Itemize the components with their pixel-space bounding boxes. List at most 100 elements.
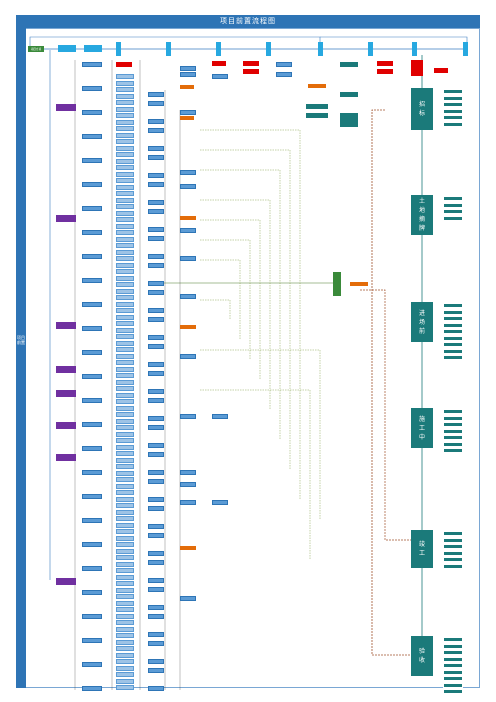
phase-3-detail-item xyxy=(443,335,463,341)
task-node xyxy=(82,566,102,571)
task-node xyxy=(82,686,102,691)
task-node xyxy=(116,328,134,333)
task-node xyxy=(116,347,134,352)
task-node xyxy=(116,568,134,573)
task-node xyxy=(148,551,164,556)
task-node xyxy=(148,533,164,538)
task-node xyxy=(82,86,102,91)
task-node xyxy=(116,217,134,222)
task-node xyxy=(148,281,164,286)
task-node xyxy=(116,237,134,242)
task-node xyxy=(116,81,134,86)
task-node xyxy=(116,334,134,339)
task-node xyxy=(116,315,134,320)
task-node xyxy=(116,516,134,521)
task-node xyxy=(148,344,164,349)
task-node xyxy=(116,146,134,151)
task-node xyxy=(82,470,102,475)
phase-5-detail-item xyxy=(443,531,463,536)
task-node xyxy=(148,605,164,610)
task-node xyxy=(148,632,164,637)
task-node xyxy=(116,607,134,612)
task-node xyxy=(148,128,164,133)
side-label: 项目前置 xyxy=(17,335,25,345)
task-node xyxy=(148,641,164,646)
top-step-4 xyxy=(166,42,171,56)
task-node xyxy=(82,662,102,667)
phase-5-details xyxy=(443,531,463,570)
phase-2-details xyxy=(443,196,463,222)
side-strip xyxy=(16,28,26,688)
task-node xyxy=(82,134,102,139)
task-node xyxy=(116,458,134,463)
task-node xyxy=(148,119,164,124)
phase-1-detail-item xyxy=(443,95,463,101)
task-node xyxy=(180,354,196,359)
task-node xyxy=(116,204,134,209)
phase-6-detail-item xyxy=(443,650,463,655)
task-node xyxy=(148,506,164,511)
task-node xyxy=(116,399,134,404)
task-node xyxy=(180,596,196,601)
phase-6-detail-item xyxy=(443,643,463,649)
task-node xyxy=(116,419,134,424)
task-node xyxy=(116,672,134,677)
green-fan xyxy=(200,129,321,560)
task-node xyxy=(116,191,134,196)
top-step-1 xyxy=(58,45,76,52)
task-node xyxy=(148,578,164,583)
task-node xyxy=(82,182,102,187)
task-node xyxy=(116,165,134,170)
task-node xyxy=(116,100,134,105)
phase-3-detail-item xyxy=(443,348,463,354)
task-node xyxy=(148,146,164,151)
task-node xyxy=(116,653,134,658)
phase-6-detail-item xyxy=(443,656,463,662)
task-node xyxy=(116,243,134,248)
task-node xyxy=(148,335,164,340)
task-node xyxy=(116,373,134,378)
task-node xyxy=(180,482,196,487)
thin-connectors xyxy=(74,60,181,690)
task-node xyxy=(82,230,102,235)
phase-3-detail-item xyxy=(443,322,463,328)
task-node xyxy=(116,412,134,417)
top-step-5 xyxy=(216,42,221,56)
task-node xyxy=(116,503,134,508)
phase-6: 验 收 xyxy=(411,636,433,676)
task-node xyxy=(148,686,164,691)
task-node xyxy=(116,198,134,203)
task-node xyxy=(148,497,164,502)
phase-4: 施 工 中 xyxy=(411,408,433,448)
phase-6-detail-item xyxy=(443,682,463,688)
top-step-7 xyxy=(318,42,323,56)
phase-3-detail-item xyxy=(443,342,463,347)
alert-box-1 xyxy=(116,62,132,67)
task-node xyxy=(116,542,134,547)
task-node xyxy=(180,66,196,71)
task-node xyxy=(116,295,134,300)
phase-1-details xyxy=(443,89,463,128)
task-node xyxy=(116,367,134,372)
phase-1-detail-item xyxy=(443,115,463,120)
phase-3-detail-item xyxy=(443,316,463,321)
task-node xyxy=(116,406,134,411)
page-title: 项目前置流程图 xyxy=(16,15,480,28)
task-node xyxy=(116,113,134,118)
dept-3 xyxy=(56,322,76,329)
task-node xyxy=(148,173,164,178)
phase-6-detail-item xyxy=(443,663,463,668)
phase-1-detail-item xyxy=(443,108,463,114)
task-node xyxy=(116,620,134,625)
task-node xyxy=(116,289,134,294)
task-node xyxy=(116,250,134,255)
task-node xyxy=(116,380,134,385)
task-node xyxy=(116,614,134,619)
task-node xyxy=(116,471,134,476)
task-node xyxy=(116,523,134,528)
phase-5-detail-item xyxy=(443,550,463,556)
alert-box-2 xyxy=(212,61,226,66)
task-node xyxy=(116,490,134,495)
dept-5 xyxy=(56,390,76,397)
task-node xyxy=(116,230,134,235)
